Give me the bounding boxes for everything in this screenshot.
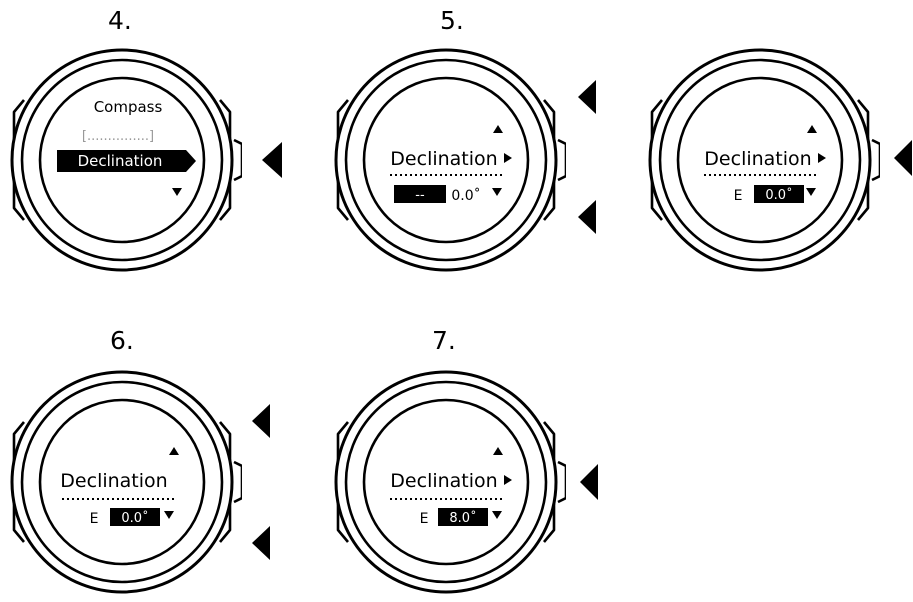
scroll-up-icon <box>169 447 179 455</box>
scroll-down-icon <box>172 188 182 196</box>
scroll-down-icon <box>492 511 502 519</box>
setting-title: Declination <box>390 148 497 170</box>
setting-title: Declination <box>60 470 167 492</box>
press-indicator-icon <box>262 142 282 178</box>
press-indicator-lower-icon <box>252 526 270 560</box>
step-label-7: 7. <box>432 326 456 355</box>
setting-title: Declination <box>390 470 497 492</box>
degree-field[interactable] <box>110 508 160 526</box>
step-label-5: 5. <box>440 6 464 35</box>
degree-field[interactable] <box>754 185 804 203</box>
direction-value: E <box>90 511 99 527</box>
menu-previous-item: [...............] <box>82 129 154 144</box>
degree-value: 0.0˚ <box>121 510 148 526</box>
next-icon <box>504 475 512 485</box>
watch-step-5b: Declination E 0.0˚ <box>640 40 880 280</box>
press-indicator-upper-icon <box>252 404 270 438</box>
scroll-down-icon <box>806 188 816 196</box>
menu-selected-item[interactable]: Declination <box>78 152 163 170</box>
press-indicator-icon <box>894 140 912 176</box>
press-indicator-icon <box>580 464 598 500</box>
degree-value: 0.0˚ <box>765 187 792 203</box>
direction-value: E <box>734 188 743 204</box>
menu-title: Compass <box>94 98 163 116</box>
scroll-up-icon <box>807 125 817 133</box>
setting-title: Declination <box>704 148 811 170</box>
scroll-down-icon <box>164 511 174 519</box>
degree-value: 8.0˚ <box>449 510 476 526</box>
direction-value: -- <box>415 188 425 203</box>
press-indicator-upper-icon <box>578 80 596 114</box>
degree-value: 0.0˚ <box>451 187 480 204</box>
watch-step-4: Compass [...............] Declination <box>2 40 242 280</box>
scroll-up-icon <box>493 447 503 455</box>
press-indicator-lower-icon <box>578 200 596 234</box>
direction-field[interactable] <box>394 185 446 203</box>
next-icon <box>818 153 826 163</box>
direction-value: E <box>420 511 429 527</box>
menu-selection-highlight <box>57 150 196 172</box>
watch-step-7: Declination E 8.0˚ <box>326 362 566 602</box>
degree-field[interactable] <box>438 508 488 526</box>
watch-step-6: Declination E 0.0˚ <box>2 362 242 602</box>
next-icon <box>504 153 512 163</box>
scroll-up-icon <box>493 125 503 133</box>
step-label-4: 4. <box>108 6 132 35</box>
watch-step-5a: Declination -- 0.0˚ <box>326 40 566 280</box>
scroll-down-icon <box>492 188 502 196</box>
step-label-6: 6. <box>110 326 134 355</box>
